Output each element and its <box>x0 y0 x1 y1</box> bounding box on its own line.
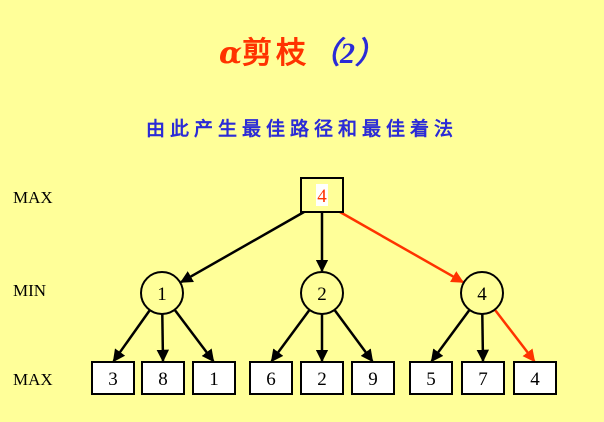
leaf-node-box <box>300 361 344 395</box>
root-node-value: 4 <box>317 186 327 207</box>
min-node-value: 1 <box>157 284 167 305</box>
min-node-circle <box>300 271 344 315</box>
leaf-node-box <box>351 361 395 395</box>
leaf-node-box <box>141 361 185 395</box>
slide-subtitle: 由此产生最佳路径和最佳着法 <box>145 118 458 140</box>
title-name: 剪枝 <box>242 36 311 71</box>
leaf-node-3-1: 5 <box>409 361 453 395</box>
level-label-max-top: MAX <box>13 188 53 207</box>
edge-min-2-to-leaf-1 <box>270 309 311 363</box>
edge-min-3-to-leaf-1 <box>430 309 471 363</box>
leaf-node-2-2: 2 <box>300 361 344 395</box>
edge-min-3-to-leaf-3 <box>493 308 536 363</box>
level-label-min: MIN <box>13 281 47 300</box>
leaf-node-box <box>409 361 453 395</box>
leaf-node-2-3: 9 <box>351 361 395 395</box>
leaf-node-box <box>91 361 135 395</box>
min-node-3: 4 <box>460 271 504 315</box>
min-node-value: 4 <box>477 284 487 305</box>
leaf-node-value: 1 <box>209 369 219 390</box>
leaf-node-value: 6 <box>266 369 276 390</box>
leaf-node-box <box>513 361 557 395</box>
min-node-circle <box>140 271 184 315</box>
min-node-value: 2 <box>317 284 327 305</box>
edge-root-to-min-3 <box>339 210 464 284</box>
root-value-highlight <box>316 184 328 206</box>
leaf-node-box <box>461 361 505 395</box>
leaf-node-value: 9 <box>368 369 378 390</box>
leaf-node-value: 2 <box>317 369 327 390</box>
leaf-node-value: 7 <box>478 369 488 390</box>
leaf-node-3-2: 7 <box>461 361 505 395</box>
edge-min-1-to-leaf-2 <box>156 313 170 363</box>
leaf-node-box <box>249 361 293 395</box>
leaf-node-2-1: 6 <box>249 361 293 395</box>
edge-min-1-to-leaf-1 <box>112 309 151 363</box>
edge-root-to-min-1 <box>180 210 305 284</box>
min-node-circle <box>460 271 504 315</box>
leaf-node-1-2: 8 <box>141 361 185 395</box>
leaf-node-3-3: 4 <box>513 361 557 395</box>
min-node-2: 2 <box>300 271 344 315</box>
leaf-node-box <box>192 361 236 395</box>
title-number: （2） <box>310 37 386 70</box>
edge-min-2-to-leaf-3 <box>333 309 374 363</box>
edge-min-3-to-leaf-2 <box>476 313 490 363</box>
title-alpha: α <box>218 36 243 71</box>
leaf-node-value: 3 <box>108 369 118 390</box>
leaf-node-1-1: 3 <box>91 361 135 395</box>
leaf-node-value: 5 <box>426 369 436 390</box>
root-node: 4 <box>300 177 344 213</box>
leaf-node-1-3: 1 <box>192 361 236 395</box>
leaf-node-value: 4 <box>530 369 540 390</box>
slide-title: α剪枝（2） <box>0 28 604 72</box>
level-label-max-bottom: MAX <box>13 370 53 389</box>
leaf-node-value: 8 <box>158 369 168 390</box>
edge-min-1-to-leaf-3 <box>173 309 215 363</box>
min-node-1: 1 <box>140 271 184 315</box>
